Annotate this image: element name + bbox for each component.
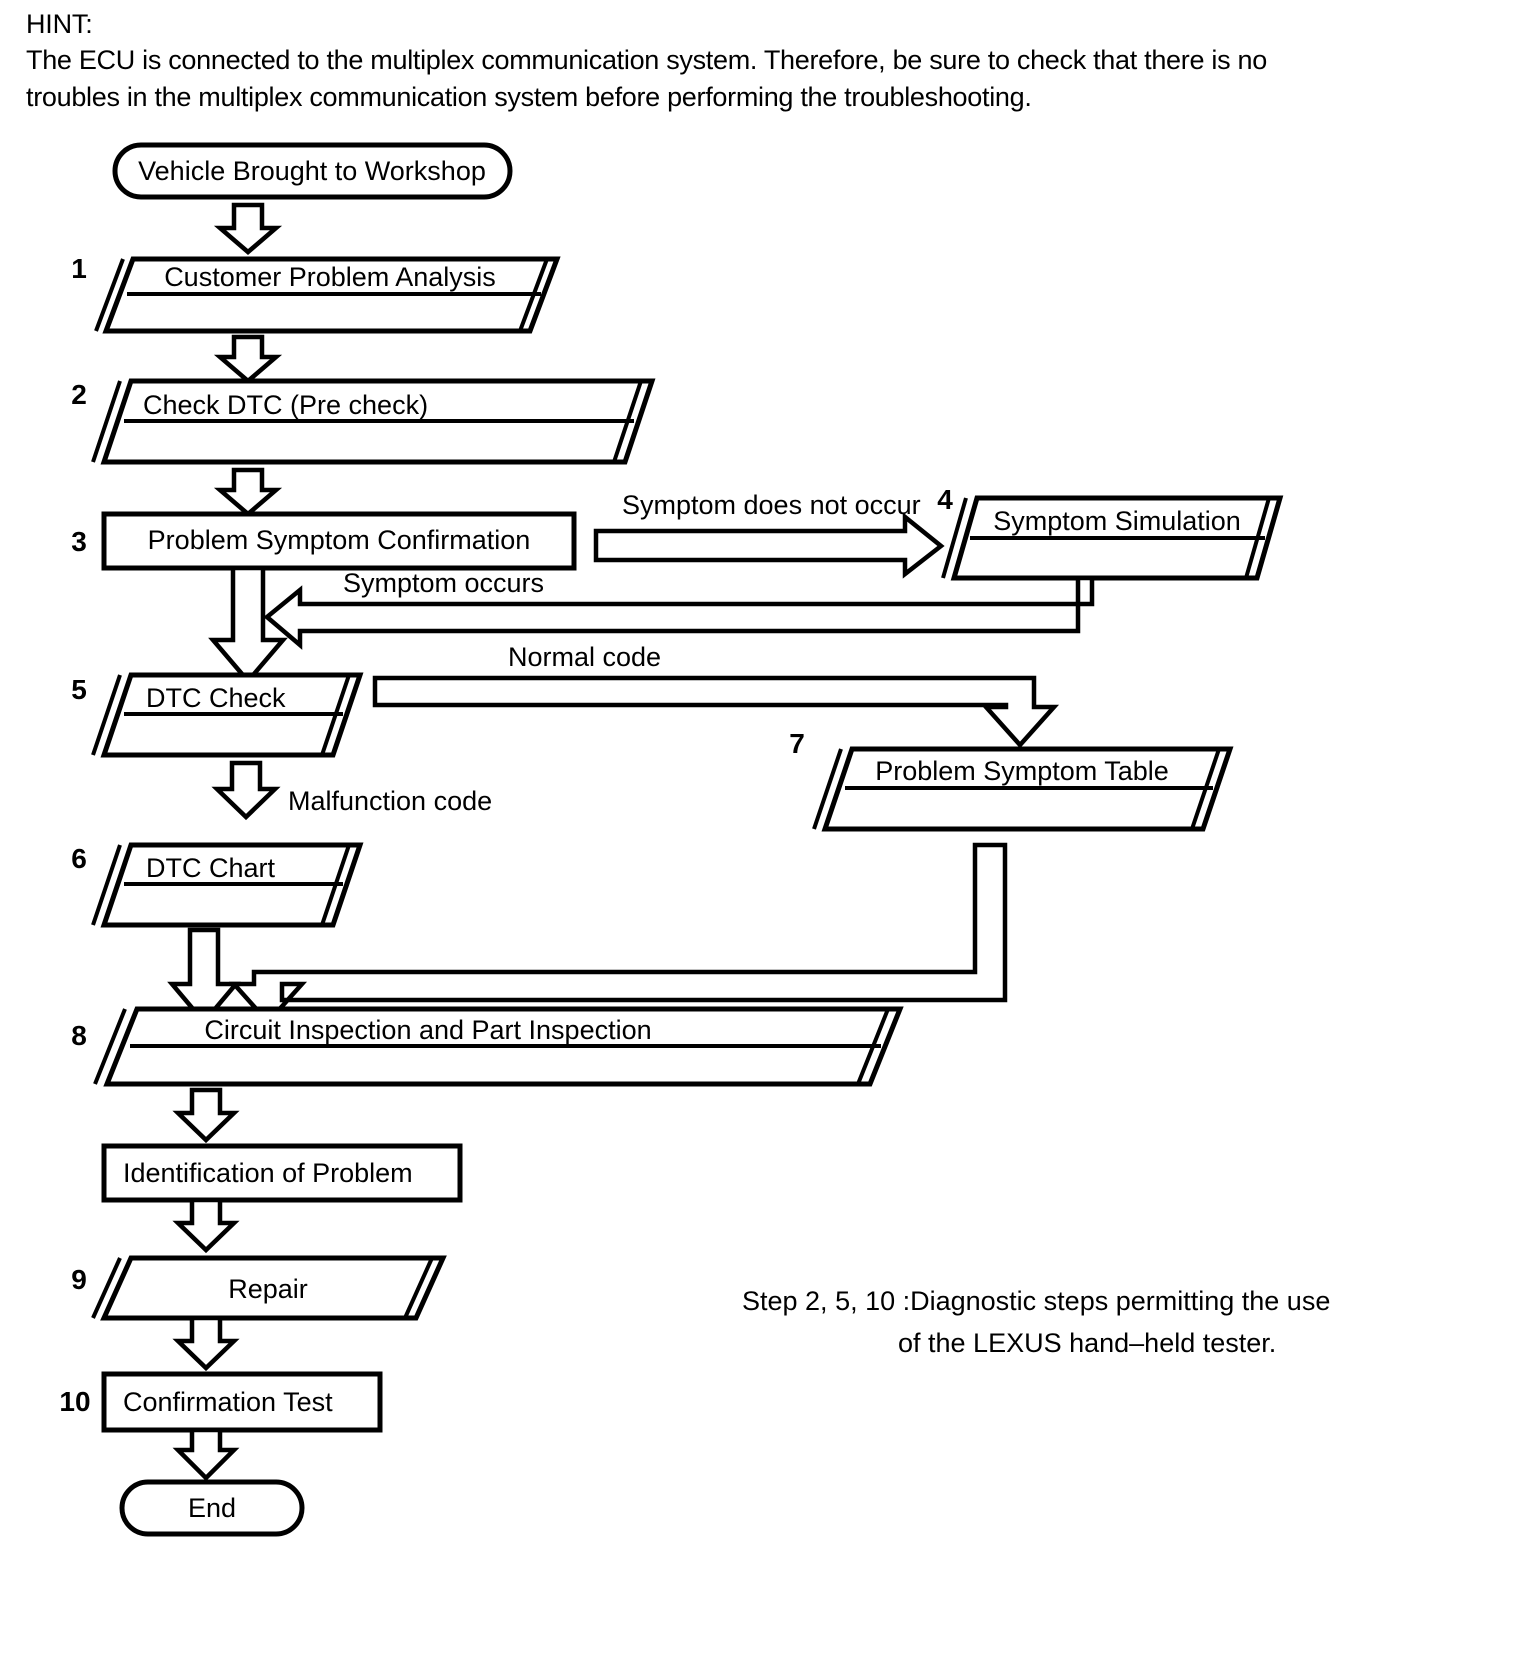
edge-symptom-occurs: Symptom occurs: [263, 568, 1095, 650]
node-step-3-number: 3: [71, 526, 87, 557]
node-end: End: [119, 1479, 305, 1537]
arrow-10-to-end: [172, 1427, 240, 1482]
node-step-1-number: 1: [71, 253, 87, 284]
hint-block: HINT: The ECU is connected to the multip…: [26, 6, 1426, 116]
diagnostic-steps-note-line-1: Step 2, 5, 10 :Diagnostic steps permitti…: [742, 1286, 1330, 1316]
edge-symptom-occurs-label: Symptom occurs: [343, 568, 544, 598]
arrow-6-to-8: [167, 927, 241, 1026]
node-step-1: Customer Problem Analysis 1: [71, 253, 561, 334]
node-step-10-number: 10: [59, 1386, 90, 1417]
node-step-8-label: Circuit Inspection and Part Inspection: [204, 1015, 651, 1045]
node-step-9: Repair 9: [71, 1255, 447, 1321]
node-end-label: End: [188, 1493, 236, 1523]
arrow-start-to-1: [213, 202, 283, 255]
hint-title: HINT:: [26, 9, 93, 39]
node-identification-of-problem-label: Identification of Problem: [123, 1158, 413, 1188]
edge-malfunction-code-label: Malfunction code: [288, 786, 492, 816]
node-step-6-number: 6: [71, 843, 87, 874]
node-step-2: Check DTC (Pre check) 2: [71, 378, 656, 465]
arrow-1-to-2: [213, 334, 283, 384]
arrow-identification-to-9: [172, 1197, 240, 1254]
node-step-5-number: 5: [71, 674, 87, 705]
node-step-7: Problem Symptom Table 7: [789, 728, 1234, 832]
node-step-6: DTC Chart 6: [71, 842, 364, 928]
node-step-2-label: Check DTC (Pre check): [143, 390, 428, 420]
edge-normal-code-label: Normal code: [508, 642, 661, 672]
node-step-9-label: Repair: [228, 1274, 308, 1304]
node-step-9-number: 9: [71, 1264, 87, 1295]
node-start-label: Vehicle Brought to Workshop: [138, 156, 486, 186]
arrow-3-to-5: [208, 565, 288, 685]
diagnostic-steps-note-line-2: of the LEXUS hand–held tester.: [898, 1328, 1276, 1358]
node-step-3-label: Problem Symptom Confirmation: [148, 525, 531, 555]
node-step-10-label: Confirmation Test: [123, 1387, 333, 1417]
node-step-7-label: Problem Symptom Table: [875, 756, 1169, 786]
arrow-9-to-10: [172, 1315, 240, 1372]
edge-7-to-8: [228, 842, 1008, 1026]
node-step-6-label: DTC Chart: [146, 853, 276, 883]
node-step-4: Symptom Simulation 4: [937, 484, 1284, 581]
hint-line-1: The ECU is connected to the multiplex co…: [26, 45, 1267, 75]
node-step-7-number: 7: [789, 728, 805, 759]
arrow-2-to-3: [213, 467, 283, 517]
edge-malfunction-code: Malfunction code: [211, 760, 492, 821]
node-step-8: Circuit Inspection and Part Inspection 8: [71, 1006, 904, 1087]
node-start: Vehicle Brought to Workshop: [112, 142, 513, 200]
edge-symptom-does-not-occur-label: Symptom does not occur: [622, 490, 921, 520]
node-step-1-label: Customer Problem Analysis: [164, 262, 496, 292]
node-step-5-label: DTC Check: [146, 683, 286, 713]
hint-line-2: troubles in the multiplex communication …: [26, 82, 1032, 112]
node-identification-of-problem: Identification of Problem: [101, 1143, 463, 1203]
edge-normal-code: Normal code: [372, 642, 1060, 749]
node-step-5: DTC Check 5: [71, 672, 364, 758]
arrow-8-to-identification: [172, 1087, 240, 1144]
node-step-4-number: 4: [937, 484, 953, 515]
node-step-10: Confirmation Test 10: [59, 1371, 383, 1433]
diagnostic-steps-note: Step 2, 5, 10 :Diagnostic steps permitti…: [742, 1286, 1330, 1358]
node-step-3: Problem Symptom Confirmation 3: [71, 511, 577, 571]
node-step-2-number: 2: [71, 379, 87, 410]
node-step-4-label: Symptom Simulation: [993, 506, 1241, 536]
edge-symptom-does-not-occur: Symptom does not occur: [593, 490, 945, 579]
node-step-8-number: 8: [71, 1020, 87, 1051]
